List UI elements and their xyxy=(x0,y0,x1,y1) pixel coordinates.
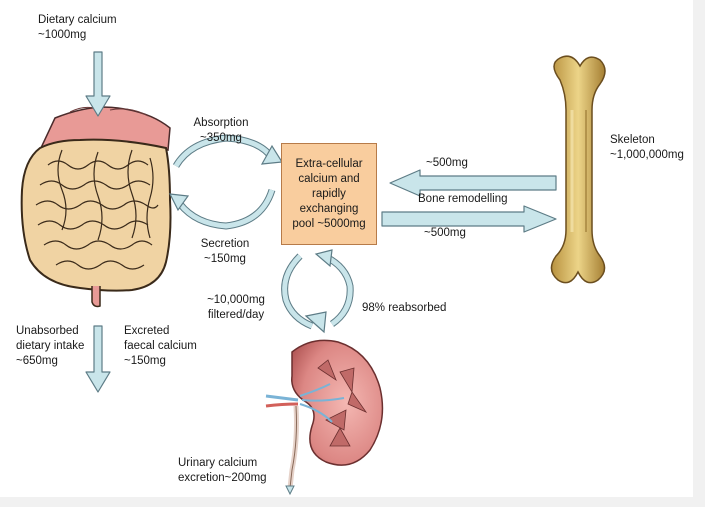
bone-formation-amount: ~500mg xyxy=(424,226,466,241)
bone-formation-arrow xyxy=(382,206,556,232)
bone-illustration xyxy=(551,56,605,282)
extracellular-pool-box: Extra-cellular calcium and rapidly excha… xyxy=(281,143,377,245)
bone-resorption-amount: ~500mg xyxy=(426,156,468,171)
secretion-arrow xyxy=(180,190,272,226)
intestine-illustration xyxy=(22,107,171,306)
kidney-illustration xyxy=(266,340,382,494)
reabsorbed-label: 98% reabsorbed xyxy=(362,301,446,316)
absorption-label: Absorption~350mg xyxy=(186,116,256,146)
unabsorbed-arrow xyxy=(86,326,110,392)
skeleton-label: Skeleton~1,000,000mg xyxy=(610,133,684,163)
secretion-label: Secretion~150mg xyxy=(190,237,260,267)
dietary-calcium-label: Dietary calcium~1000mg xyxy=(38,13,117,43)
bone-remodelling-label: Bone remodelling xyxy=(418,192,508,207)
